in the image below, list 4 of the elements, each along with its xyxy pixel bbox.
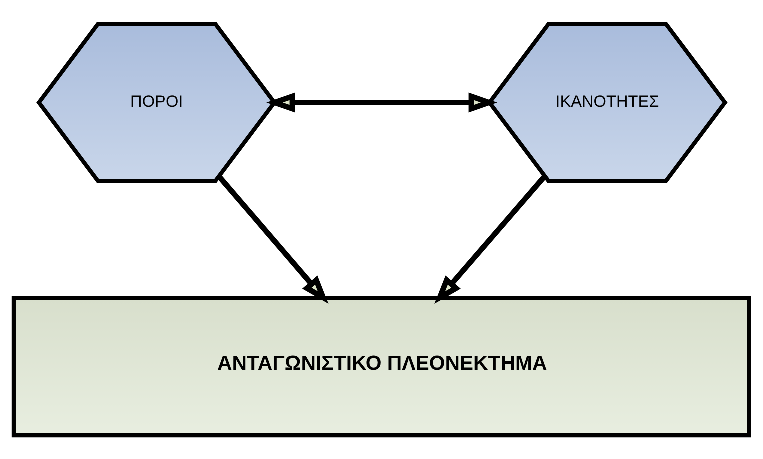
node-box: ΑΝΤΑΓΩΝΙΣΤΙΚΟ ΠΛΕΟΝΕΚΤΗΜΑ (12, 296, 752, 438)
arrow (434, 174, 547, 304)
arrow (217, 174, 329, 304)
arrow (266, 92, 498, 112)
